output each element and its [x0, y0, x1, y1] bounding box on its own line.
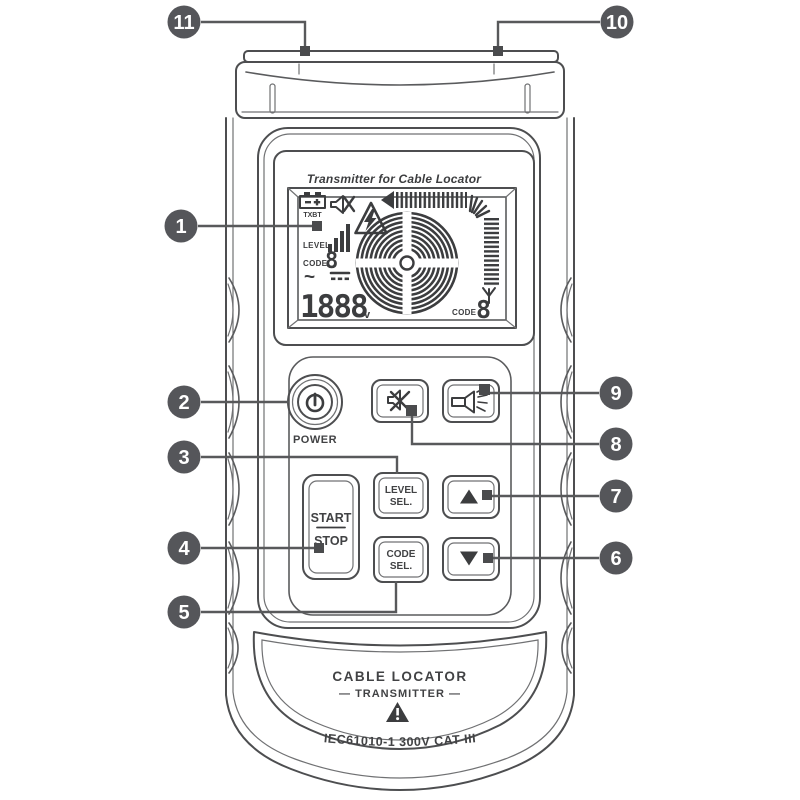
callout-4: 4 [167, 531, 201, 565]
level-sel-line2: SEL. [390, 497, 412, 508]
battery-label: TXBT [303, 212, 322, 219]
callout-4-number: 4 [178, 538, 190, 560]
code-label-right: CODE [452, 308, 477, 317]
ac-symbol: ~ [304, 267, 315, 288]
bottom-label-panel: CABLE LOCATOR — TRANSMITTER — IEC61010-1… [252, 631, 548, 750]
up-arrow-icon [460, 489, 478, 504]
callout-5: 5 [167, 595, 201, 629]
down-button-marker [483, 553, 493, 563]
front-face-panel [257, 127, 541, 629]
mute-icon [330, 195, 356, 214]
down-arrow-icon [460, 551, 478, 566]
leader-line-8 [410, 416, 599, 446]
top-plate [243, 50, 559, 63]
start-label: START [311, 511, 352, 525]
level-sel-button[interactable]: LEVEL SEL. [373, 472, 429, 519]
level-bars-icon [328, 224, 350, 252]
mute-button-marker [406, 405, 417, 416]
left-arrow-head [381, 191, 394, 209]
callout-2: 2 [167, 385, 201, 419]
flashlight-button[interactable] [442, 379, 500, 423]
voltage-value: 1888 [300, 289, 367, 325]
grip-right [560, 277, 573, 674]
product-name: CABLE LOCATOR [332, 669, 467, 684]
callout-badges: 11 10 1 2 3 4 5 6 [164, 5, 634, 629]
level-sel-line1: LEVEL [385, 485, 417, 496]
lcd-frame-outer [287, 187, 517, 329]
callout-9: 9 [599, 376, 633, 410]
callout-10: 10 [600, 5, 634, 39]
callout-3-number: 3 [178, 447, 189, 469]
antenna-icon [482, 287, 496, 304]
power-icon [305, 392, 325, 413]
code-sel-line1: CODE [387, 549, 416, 560]
callout-7-number: 7 [610, 486, 621, 508]
cap-slot-right [524, 83, 531, 114]
callout-11: 11 [167, 5, 201, 39]
callout-6-number: 6 [610, 548, 621, 570]
safety-rating: IEC61010-1 300V CAT III [323, 731, 476, 749]
body-inner-line [232, 117, 568, 779]
level-label: LEVEL [303, 241, 330, 250]
code-sel-button[interactable]: CODE SEL. [373, 536, 429, 583]
transmitter-battery-icon: TXBT [299, 192, 326, 219]
callout-1-number: 1 [175, 216, 186, 238]
code-label-left: CODE [303, 259, 328, 268]
high-voltage-warning-icon [354, 201, 388, 235]
signal-strength-bargraph-arrow [381, 191, 499, 286]
start-stop-button[interactable]: START STOP [302, 474, 360, 580]
callout-5-number: 5 [178, 602, 189, 624]
body-outline [225, 117, 575, 791]
leader-line-5 [201, 581, 398, 614]
callout-10-number: 10 [606, 12, 628, 34]
callout-7: 7 [599, 479, 633, 513]
front-face-inner-line [263, 133, 535, 623]
power-label: POWER [293, 434, 337, 446]
dc-symbol-icon [329, 271, 351, 281]
product-subname: — TRANSMITTER — [339, 688, 461, 700]
callout-9-number: 9 [610, 383, 621, 405]
callout-1: 1 [164, 209, 198, 243]
terminal-marker-right [493, 46, 503, 56]
callout-2-number: 2 [178, 392, 189, 414]
callout-3: 3 [167, 440, 201, 474]
lcd-bezel [273, 150, 535, 346]
code-sel-line2: SEL. [390, 561, 412, 572]
leader-line-3 [201, 455, 399, 474]
mute-button[interactable] [371, 379, 429, 423]
leader-line-10 [496, 20, 600, 46]
leader-line-11 [201, 20, 307, 46]
terminal-marker-left [300, 46, 310, 56]
callout-8-number: 8 [610, 434, 621, 456]
bargraph-corner [468, 194, 491, 219]
cap-outline [235, 61, 565, 119]
power-button[interactable] [287, 374, 343, 430]
lcd-assembly: Transmitter for Cable Locator TXBT [273, 150, 535, 346]
voltage-unit: v [364, 309, 371, 321]
concentric-coil-target-icon [355, 211, 459, 315]
keypad: POWER [287, 356, 512, 616]
up-button-marker [482, 490, 492, 500]
lcd-caption: Transmitter for Cable Locator [307, 172, 482, 186]
top-cap [235, 50, 565, 119]
code-value-right: 8 [476, 295, 491, 324]
callout-6: 6 [599, 541, 633, 575]
cap-curve [245, 71, 555, 86]
caution-triangle-icon [386, 702, 409, 722]
cap-slot-left [269, 83, 276, 114]
code-value-left: 8 [325, 249, 338, 274]
leader-lines [198, 20, 600, 614]
mute-icon [387, 389, 411, 412]
callout-8: 8 [599, 427, 633, 461]
flashlight-button-marker [479, 384, 490, 395]
callout-11-number: 11 [173, 12, 194, 34]
lcd-indicator-marker [312, 221, 322, 231]
start-stop-marker [314, 543, 324, 553]
keypad-panel [288, 356, 512, 616]
device-illustration: Transmitter for Cable Locator TXBT [225, 50, 575, 791]
